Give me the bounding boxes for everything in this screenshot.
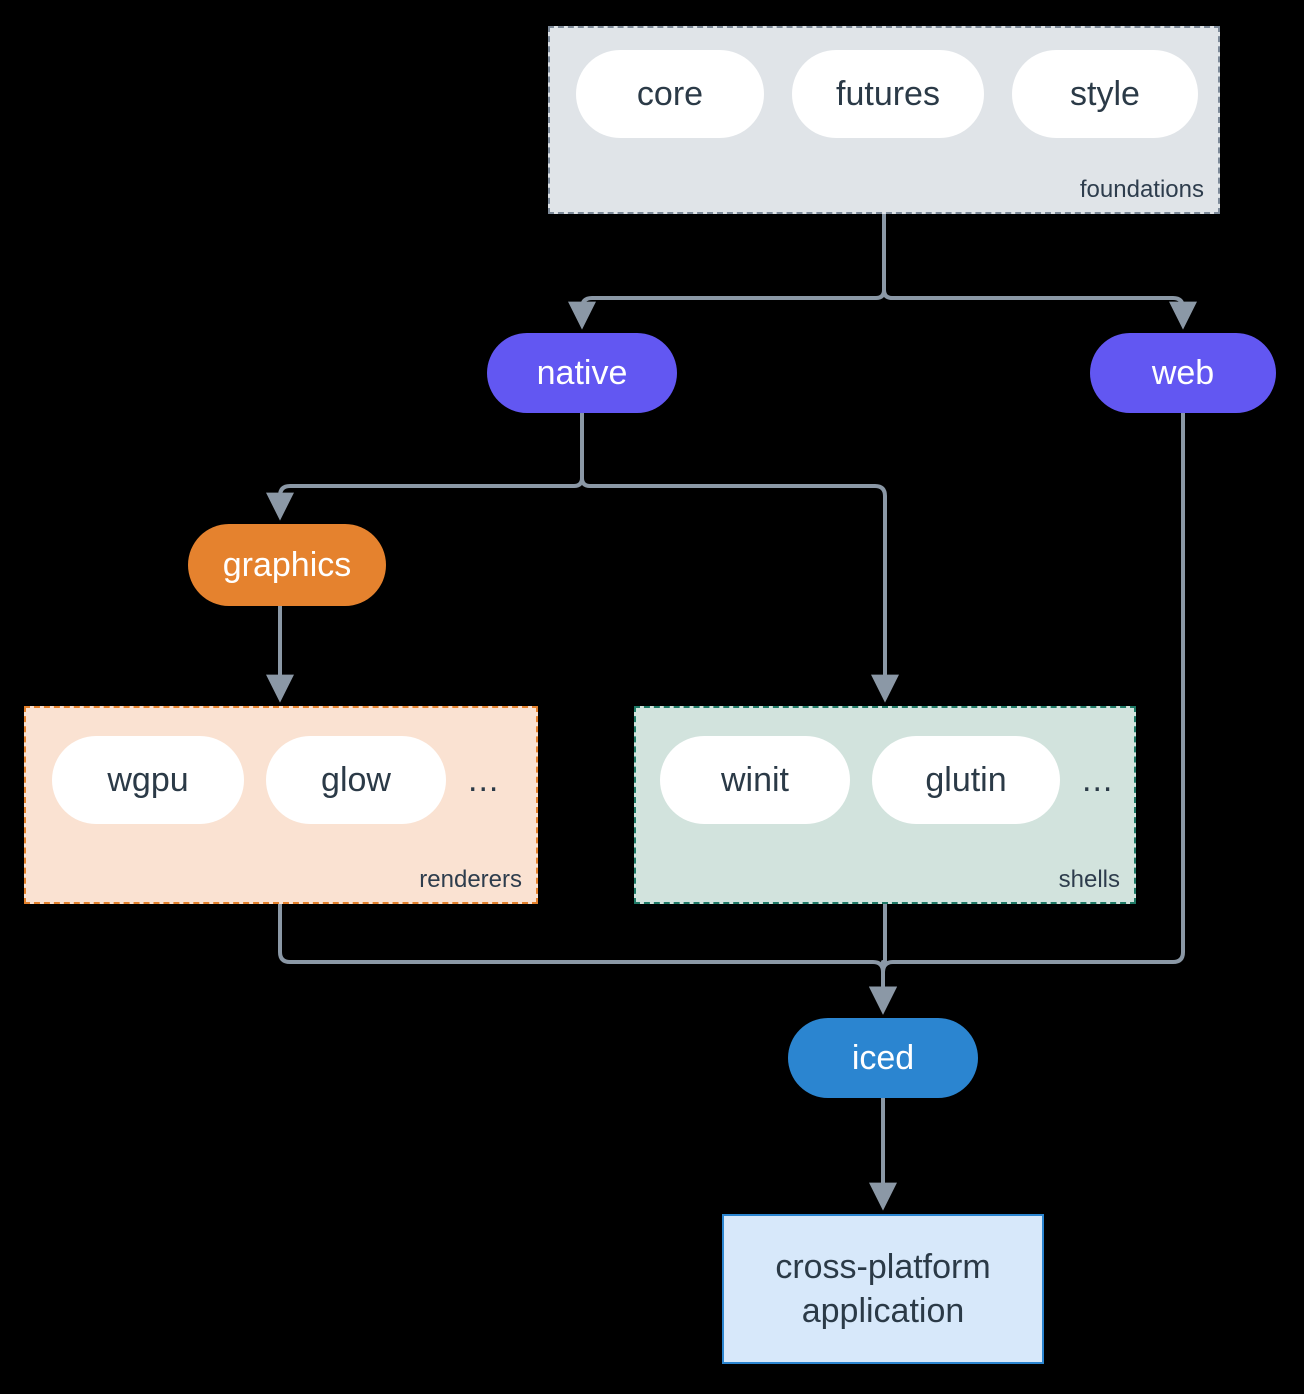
cluster-foundations-label: foundations (1079, 176, 1204, 203)
cluster-shells-label: shells (1058, 866, 1120, 893)
application-line-1: cross-platform (775, 1247, 991, 1286)
edge-native-graphics (266, 411, 584, 521)
edge-foundations-web (882, 212, 1197, 330)
node-glutin[interactable]: glutin (872, 736, 1060, 824)
node-glow[interactable]: glow (266, 736, 446, 824)
node-native[interactable]: native (487, 333, 677, 413)
edge-shells-iced (869, 902, 897, 1015)
node-winit[interactable]: winit (660, 736, 850, 824)
edge-native-shells (580, 411, 899, 703)
cluster-renderers: wgpu glow ... renderers (24, 706, 538, 904)
node-style[interactable]: style (1012, 50, 1198, 138)
node-iced[interactable]: iced (788, 1018, 978, 1098)
node-graphics[interactable]: graphics (188, 524, 386, 606)
node-web[interactable]: web (1090, 333, 1276, 413)
node-futures[interactable]: futures (792, 50, 984, 138)
shells-more-ellipsis: ... (1082, 760, 1114, 799)
node-wgpu[interactable]: wgpu (52, 736, 244, 824)
cluster-renderers-label: renderers (419, 866, 522, 893)
edge-foundations-native (568, 212, 886, 330)
application-line-2: application (801, 1292, 965, 1330)
renderers-more-ellipsis: ... (468, 760, 500, 799)
node-cross-platform-application[interactable]: cross-platform application (722, 1214, 1044, 1364)
cluster-shells: winit glutin ... shells (634, 706, 1136, 904)
edge-renderers-iced (278, 902, 897, 1015)
cluster-foundations: core futures style foundations (548, 26, 1220, 214)
node-core[interactable]: core (576, 50, 764, 138)
